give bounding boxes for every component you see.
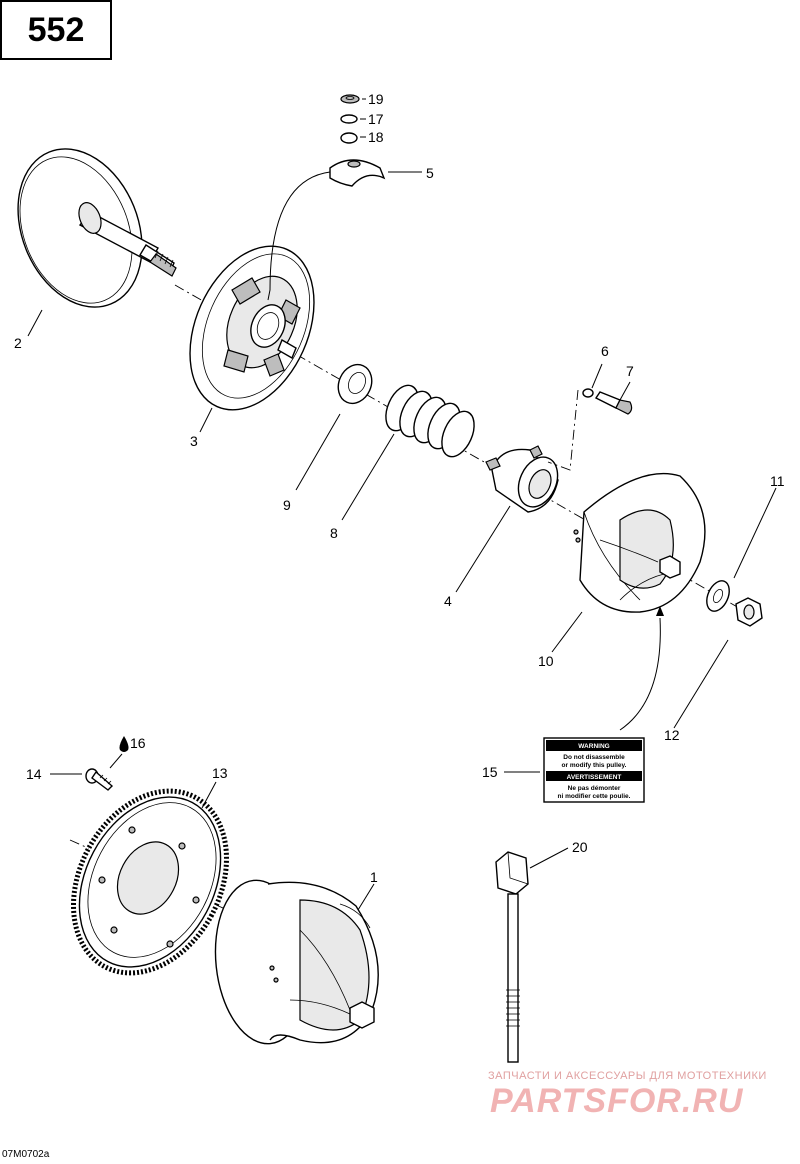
callout-13: 13 [212, 765, 228, 781]
callout-20: 20 [572, 839, 588, 855]
label-title-en: WARNING [578, 743, 609, 750]
drawing-reference-code: 07M0702a [2, 1149, 50, 1160]
label-line2-en: or modify this pulley. [562, 762, 627, 769]
page-number-box: 552 [0, 0, 112, 60]
callout-2: 2 [14, 335, 22, 351]
label-line1-en: Do not disassemble [563, 754, 625, 761]
label-line2-fr: ni modifier cette poulie. [558, 793, 631, 800]
callout-5: 5 [426, 165, 434, 181]
page-number: 552 [27, 10, 85, 49]
callout-4: 4 [444, 593, 452, 609]
callout-numbers: 19 17 18 5 2 3 9 8 4 6 7 10 11 12 15 14 … [14, 91, 785, 885]
part-2-fixed-sheave [17, 148, 177, 308]
part-3-movable-sheave [189, 245, 315, 411]
callout-11: 11 [770, 473, 785, 489]
part-5-ramp [267, 159, 422, 301]
parts-6-7-screw [582, 388, 633, 415]
leader-lines [27, 309, 777, 911]
callout-16: 16 [130, 735, 146, 751]
part-9-washer [337, 363, 373, 405]
callout-8: 8 [330, 525, 338, 541]
callout-18: 18 [368, 129, 384, 145]
callout-6: 6 [601, 343, 609, 359]
label-line1-fr: Ne pas démonter [568, 785, 621, 792]
parts-17-18-19-small-discs [340, 94, 366, 144]
callout-19: 19 [368, 91, 384, 107]
callout-9: 9 [283, 497, 291, 513]
callout-10: 10 [538, 653, 554, 669]
watermark-brand: PARTSFOR.RU [490, 1082, 744, 1120]
label-title-fr: AVERTISSEMENT [567, 774, 622, 781]
callout-14: 14 [26, 766, 42, 782]
callout-12: 12 [664, 727, 680, 743]
callout-7: 7 [626, 363, 634, 379]
drop-icon [119, 736, 129, 752]
part-11-washer [706, 580, 730, 612]
part-1-sheave [214, 879, 379, 1045]
callout-15: 15 [482, 764, 498, 780]
part-20-bolt [495, 851, 529, 1063]
part-8-spring [385, 384, 475, 458]
callout-1: 1 [370, 869, 378, 885]
part-12-nut [735, 597, 763, 627]
part-10-sheave-half [573, 472, 706, 613]
callout-17: 17 [368, 111, 384, 127]
watermark-subtitle: ЗАПЧАСТИ И АКСЕССУАРЫ ДЛЯ МОТОТЕХНИКИ [488, 1070, 767, 1082]
part-14-screw [85, 768, 114, 791]
part-4-cam [485, 445, 559, 513]
part-15-warning-label: WARNING Do not disassemble or modify thi… [543, 737, 645, 803]
part-13-ring-gear [71, 788, 229, 976]
callout-3: 3 [190, 433, 198, 449]
